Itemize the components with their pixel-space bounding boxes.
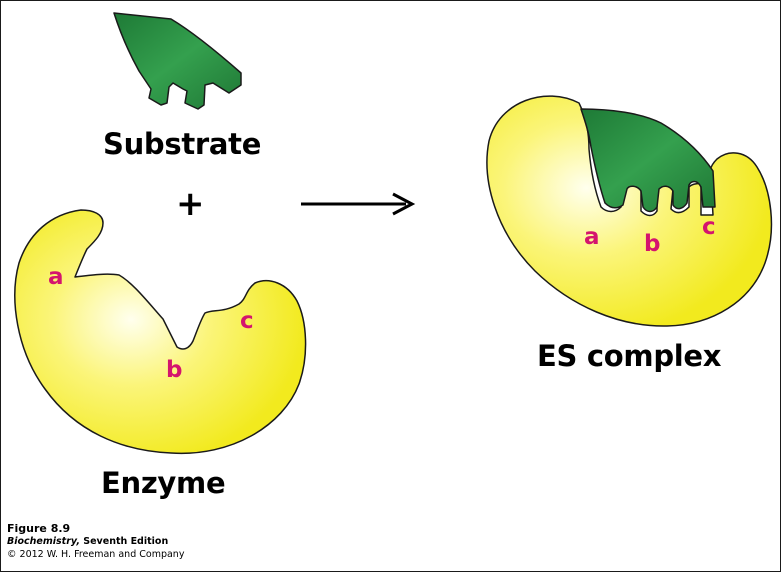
copyright-notice: © 2012 W. H. Freeman and Company (7, 549, 185, 560)
enzyme-shape (14, 209, 307, 455)
enzyme-label: Enzyme (101, 466, 226, 500)
book-title-line: Biochemistry, Seventh Edition (7, 535, 184, 548)
book-edition: Seventh Edition (79, 536, 169, 547)
reaction-arrow-head (392, 192, 416, 216)
plus-sign: + (176, 184, 205, 224)
complex-site-b-label: b (644, 231, 661, 257)
complex-site-c-label: c (702, 214, 716, 240)
figure-caption: Figure 8.9 Biochemistry, Seventh Edition… (7, 522, 184, 561)
figure-number: Figure 8.9 (7, 522, 71, 535)
substrate-shape (113, 12, 242, 110)
es-complex-substrate-shape (580, 108, 716, 213)
enzyme-site-a-label: a (48, 264, 64, 290)
book-title: Biochemistry, (7, 536, 80, 547)
enzyme-site-c-label: c (240, 308, 254, 334)
enzyme-site-b-label: b (166, 357, 183, 383)
es-complex-label: ES complex (537, 339, 722, 373)
complex-site-a-label: a (584, 224, 600, 250)
substrate-label: Substrate (103, 127, 262, 161)
